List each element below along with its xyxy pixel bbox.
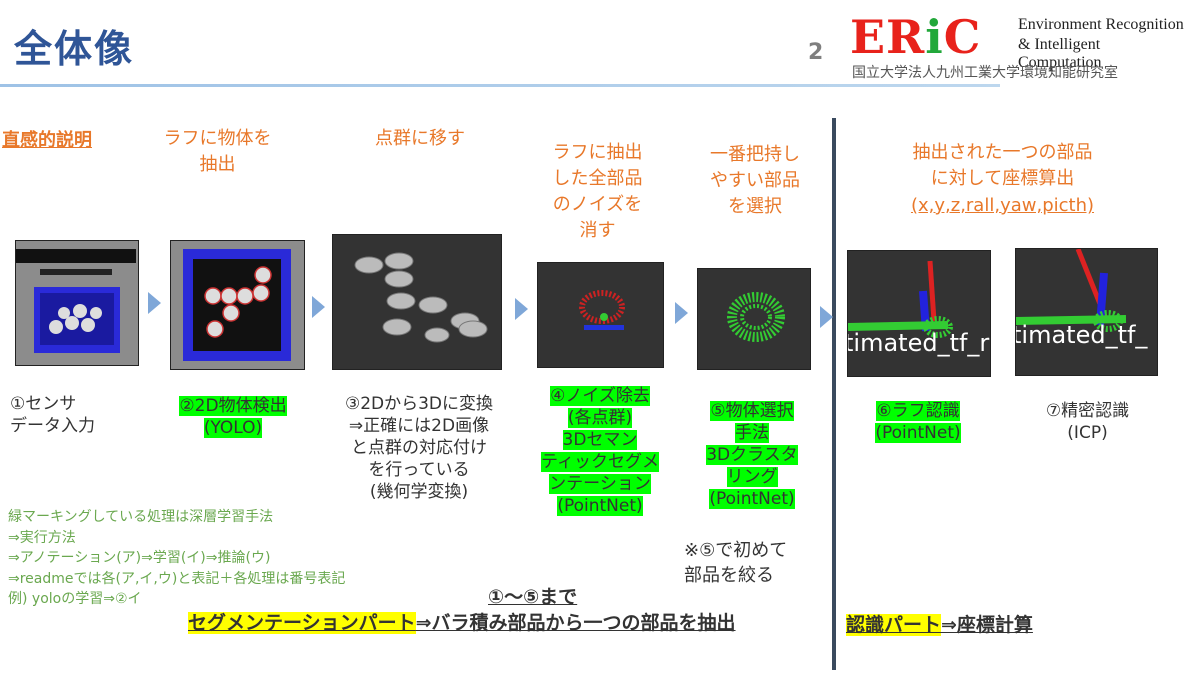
step6-method: (PointNet) xyxy=(875,423,961,443)
yolo-image xyxy=(170,240,305,370)
recognition-label: 認識パート xyxy=(846,614,942,636)
segmentation-text: ⇒バラ積み部品から一つの部品を抽出 xyxy=(415,612,736,634)
note-line-5: 例) yoloの学習⇒②イ xyxy=(8,591,142,607)
step2-method: (YOLO) xyxy=(203,418,263,438)
step4-line-4: ティックセグメ xyxy=(541,452,659,472)
note-line-1: 緑マーキングしている処理は深層学習手法 xyxy=(8,509,274,525)
col2-heading: 点群に移す xyxy=(375,128,465,149)
step4-line-1: ④ノイズ除去 xyxy=(550,386,650,406)
overlay-label-2: timated_tf_ xyxy=(1015,321,1148,349)
header-divider xyxy=(0,84,1000,87)
step2-label: ②2D物体検出 xyxy=(179,396,287,416)
step2-object-detection: ②2D物体検出 (YOLO) xyxy=(163,395,303,439)
col1-heading: ラフに物体を 抽出 xyxy=(163,128,272,175)
noise-removal-graphic xyxy=(538,263,663,367)
page-title: 全体像 xyxy=(14,27,135,71)
range-label: ①〜⑤まで xyxy=(488,586,578,608)
arrow-1-icon xyxy=(148,292,161,314)
step4-line-6: (PointNet) xyxy=(557,496,643,516)
section-divider xyxy=(832,118,836,670)
selection-image xyxy=(697,268,811,370)
logo-line1: Environment Recognition xyxy=(1018,16,1184,33)
sensor-image xyxy=(15,240,139,366)
pointcloud-image xyxy=(332,234,502,370)
overlay-label-1: timated_tf_ra xyxy=(847,329,990,357)
note-line-2: ⇒実行方法 xyxy=(8,529,76,546)
noise-removal-image xyxy=(537,262,664,368)
step5-line-5: (PointNet) xyxy=(709,489,795,509)
logo-c: C xyxy=(943,10,982,64)
col5-heading: 抽出された一つの部品 に対して座標算出 xyxy=(912,142,1093,189)
note-line-4: ⇒readmeでは各(ア,イ,ウ)と表記＋各処理は番号表記 xyxy=(8,570,346,587)
logo-line2: & Intelligent Computation xyxy=(1018,36,1102,71)
eric-logo: ERiC xyxy=(850,10,981,64)
rough-recognition-image: timated_tf_ra xyxy=(847,250,991,377)
logo-er: ER xyxy=(850,10,926,64)
arrow-4-icon xyxy=(675,302,688,324)
segmentation-label: セグメンテーションパート xyxy=(188,612,416,634)
step7-precise-recognition: ⑦精密認識 (ICP) xyxy=(1045,401,1130,443)
pointcloud-graphic xyxy=(333,235,501,369)
step5-line-4: リング xyxy=(726,467,778,487)
col4-heading: 一番把持し やすい部品 を選択 xyxy=(710,144,800,217)
arrow-2-icon xyxy=(312,296,325,318)
col3-heading: ラフに抽出 した全部品 のノイズを 消す xyxy=(552,142,643,241)
intuitive-explanation-heading: 直感的説明 xyxy=(2,130,92,151)
step6-rough-recognition: ⑥ラフ認識 (PointNet) xyxy=(852,400,984,444)
step4-line-3: 3Dセマン xyxy=(562,430,638,450)
arrow-5-icon xyxy=(820,306,833,328)
sensor-scene-graphic xyxy=(16,241,138,365)
note-line-3: ⇒アノテーション(ア)⇒学習(イ)⇒推論(ウ) xyxy=(8,550,271,566)
yolo-scene-graphic xyxy=(171,241,304,369)
segmentation-part: セグメンテーションパート⇒バラ積み部品から一つの部品を抽出 xyxy=(188,610,818,637)
step5-object-selection: ⑤物体選択 手法 3Dクラスタ リング (PointNet) xyxy=(688,400,816,510)
step5-line-3: 3Dクラスタ xyxy=(706,445,798,465)
recognition-text: ⇒座標計算 xyxy=(941,614,1033,636)
step5-line-1: ⑤物体選択 xyxy=(710,401,794,421)
selection-graphic xyxy=(698,269,810,369)
page-number: 2 xyxy=(808,40,824,65)
step3-2d-to-3d: ③2Dから3Dに変換 ⇒正確には2D画像 と点群の対応付け を行っている (幾何… xyxy=(344,394,494,502)
step6-label: ⑥ラフ認識 xyxy=(876,401,960,421)
first-narrow-note: ※⑤で初めて 部品を絞る xyxy=(684,540,788,586)
step5-line-2: 手法 xyxy=(735,423,769,443)
rough-recognition-graphic xyxy=(848,251,990,376)
step1-sensor-input: ①センサ データ入力 xyxy=(10,394,95,436)
lab-name: 国立大学法人九州工業大学環境知能研究室 xyxy=(852,65,1118,81)
step4-noise-removal: ④ノイズ除去 (各点群) 3Dセマン ティックセグメ ンテーション (Point… xyxy=(530,385,670,517)
col5-coords: (x,y,z,rall,yaw,picth) xyxy=(910,195,1095,216)
step4-line-5: ンテーション xyxy=(549,474,651,494)
arrow-3-icon xyxy=(515,298,528,320)
step4-line-2: (各点群) xyxy=(567,408,633,428)
precise-recognition-image: timated_tf_ xyxy=(1015,248,1158,376)
logo-i: i xyxy=(925,10,944,64)
precise-recognition-graphic xyxy=(1016,249,1157,375)
recognition-part: 認識パート⇒座標計算 xyxy=(846,610,1033,637)
green-marking-note: 緑マーキングしている処理は深層学習手法 ⇒実行方法 ⇒アノテーション(ア)⇒学習… xyxy=(8,507,428,610)
